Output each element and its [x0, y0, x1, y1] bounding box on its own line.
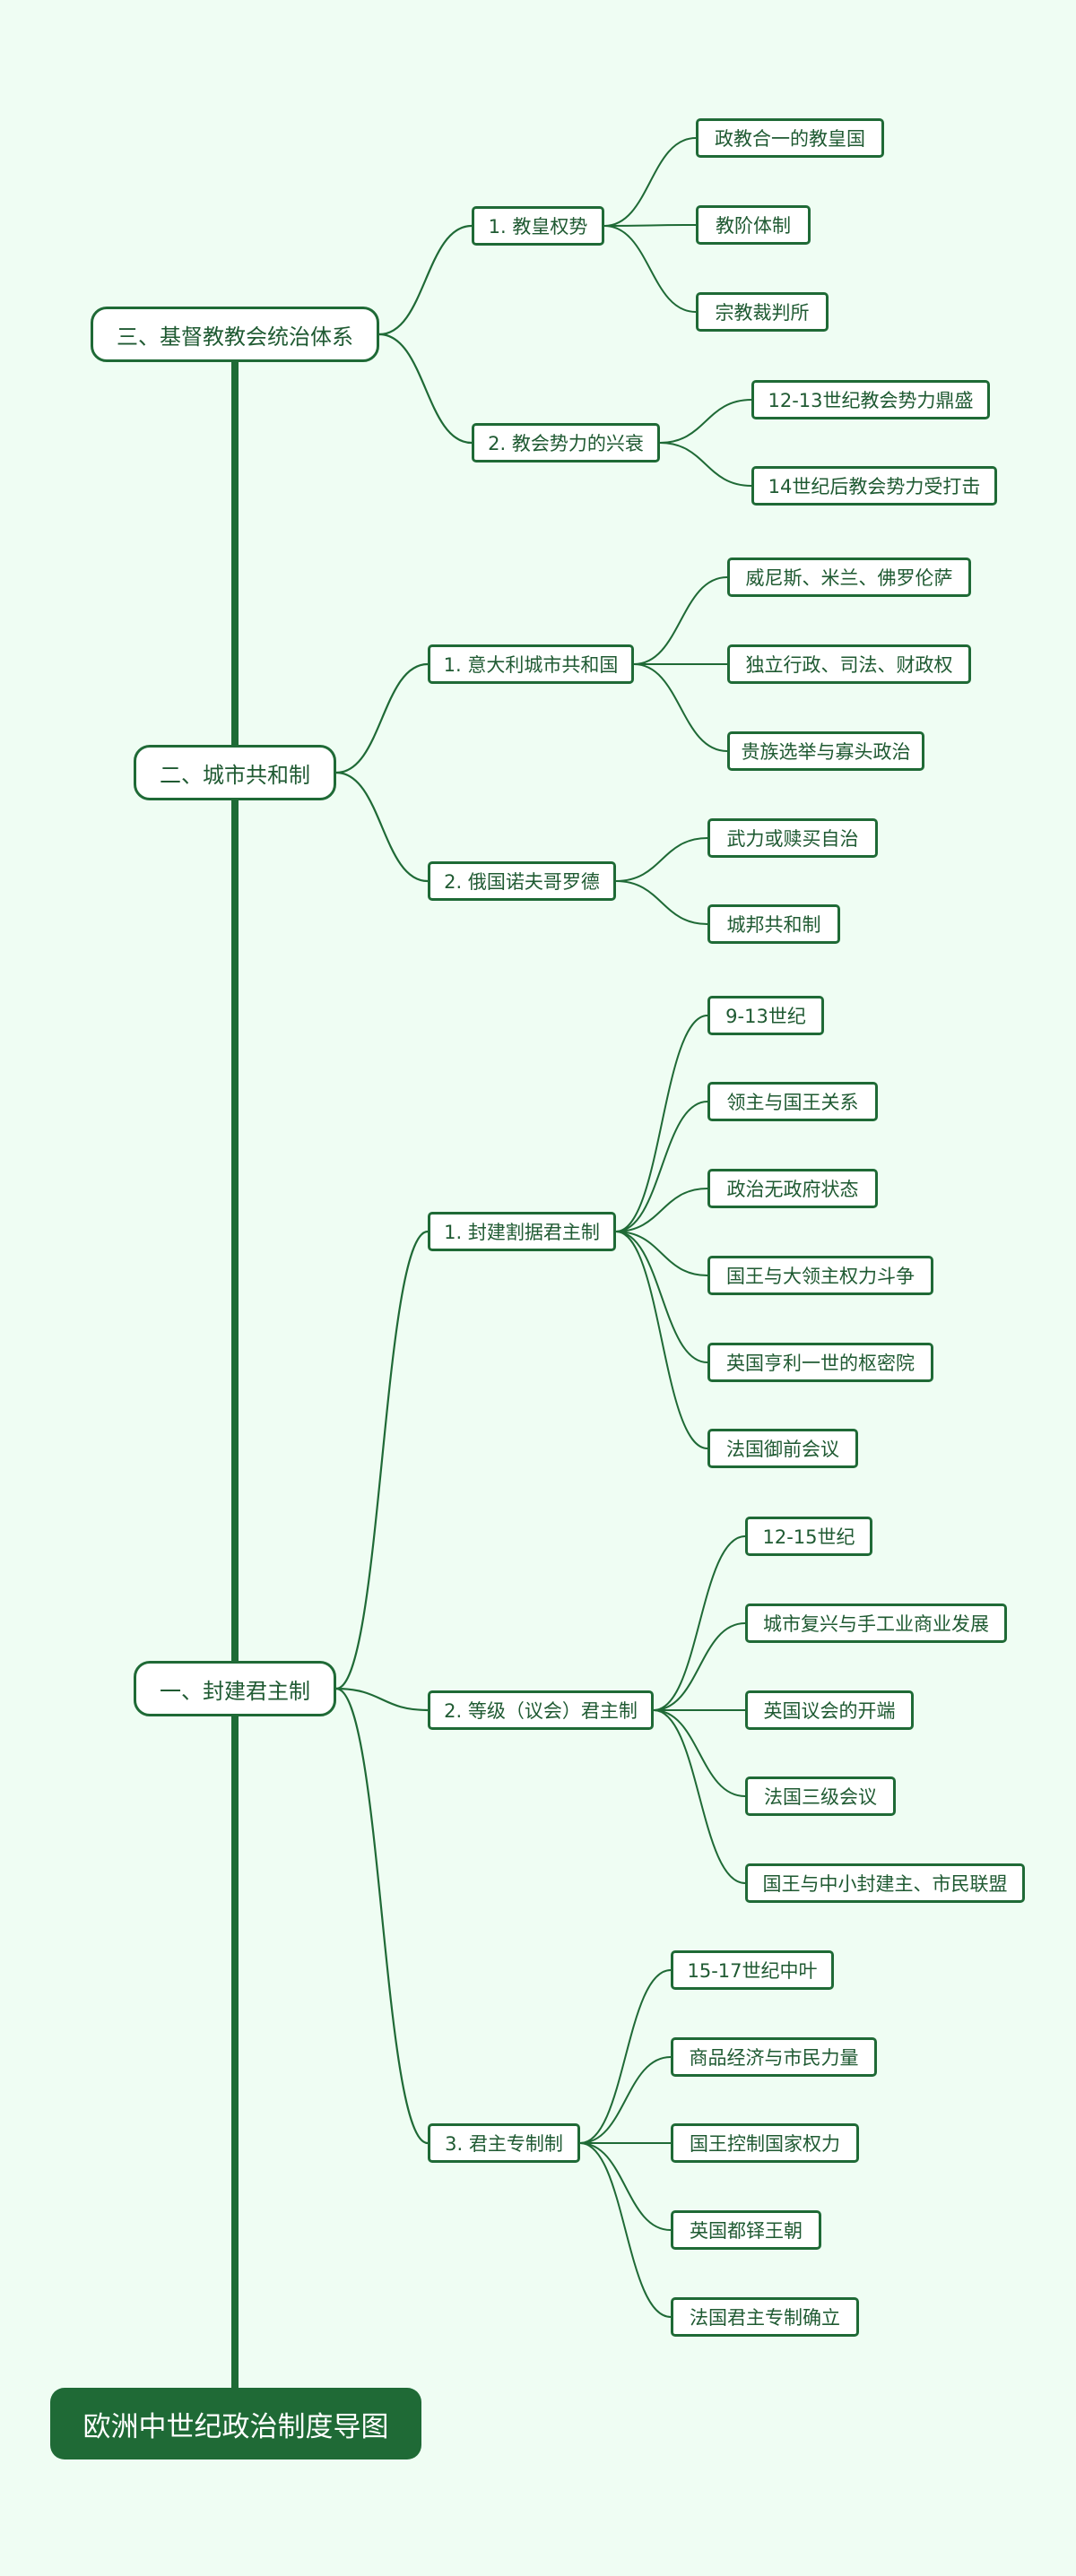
leaf-node-3-3-4[interactable]: 英国都铎王朝 [671, 2210, 821, 2250]
connector-leaf-3-3-1 [579, 1969, 672, 2144]
leaf-node-3-1-1[interactable]: 9-13世纪 [707, 996, 824, 1035]
connector-leaf-3-1-5 [615, 1231, 708, 1363]
leaf-node-1-1-2[interactable]: 教阶体制 [696, 205, 811, 245]
connector-leaf-1-1-2 [603, 224, 697, 227]
connector-leaf-3-3-5 [579, 2142, 672, 2318]
leaf-node-3-2-2[interactable]: 城市复兴与手工业商业发展 [745, 1604, 1007, 1643]
topic-node-1-2[interactable]: 2. 教会势力的兴衰 [472, 423, 660, 462]
connector-branch-3-2 [334, 1687, 430, 1712]
leaf-node-2-1-2[interactable]: 独立行政、司法、财政权 [727, 644, 971, 684]
connector-leaf-1-1-3 [603, 225, 697, 313]
connector-leaf-1-2-1 [659, 399, 752, 444]
leaf-node-2-2-2[interactable]: 城邦共和制 [707, 904, 840, 944]
connector-leaf-1-1-1 [603, 137, 697, 227]
topic-node-2-1[interactable]: 1. 意大利城市共和国 [428, 644, 634, 684]
connector-branch-1-2 [377, 333, 473, 445]
leaf-node-3-1-5[interactable]: 英国亨利一世的枢密院 [707, 1343, 933, 1382]
leaf-node-2-1-3[interactable]: 贵族选举与寡头政治 [727, 731, 924, 771]
leaf-node-3-3-1[interactable]: 15-17世纪中叶 [671, 1950, 834, 1990]
connector-leaf-3-1-2 [615, 1101, 708, 1232]
connector-leaf-3-1-1 [615, 1015, 708, 1232]
connector-branch-2-2 [334, 771, 430, 883]
leaf-node-3-1-3[interactable]: 政治无政府状态 [707, 1169, 878, 1208]
leaf-node-2-1-1[interactable]: 威尼斯、米兰、佛罗伦萨 [727, 558, 971, 597]
root-node[interactable]: 欧洲中世纪政治制度导图 [50, 2388, 421, 2459]
leaf-node-3-1-2[interactable]: 领主与国王关系 [707, 1082, 878, 1121]
connector-leaf-3-1-4 [615, 1231, 708, 1276]
branch-node-2[interactable]: 二、城市共和制 [134, 745, 336, 800]
leaf-node-3-2-1[interactable]: 12-15世纪 [745, 1517, 872, 1556]
connector-leaf-3-3-2 [579, 2056, 672, 2144]
connector-leaf-2-2-2 [615, 880, 708, 925]
leaf-node-3-3-5[interactable]: 法国君主专制确立 [671, 2297, 859, 2337]
topic-node-2-2[interactable]: 2. 俄国诺夫哥罗德 [428, 861, 616, 901]
connector-leaf-2-1-3 [633, 663, 728, 752]
connector-branch-3-3 [334, 1687, 430, 2145]
connector-leaf-1-2-2 [659, 442, 752, 487]
leaf-node-1-1-3[interactable]: 宗教裁判所 [696, 292, 829, 332]
leaf-node-3-3-3[interactable]: 国王控制国家权力 [671, 2123, 859, 2163]
topic-node-3-1[interactable]: 1. 封建割据君主制 [428, 1212, 616, 1251]
branch-node-1[interactable]: 三、基督教教会统治体系 [91, 307, 379, 362]
leaf-node-1-1-1[interactable]: 政教合一的教皇国 [696, 118, 884, 158]
leaf-node-3-3-2[interactable]: 商品经济与市民力量 [671, 2037, 877, 2077]
topic-node-3-3[interactable]: 3. 君主专制制 [428, 2123, 580, 2163]
connector-leaf-3-2-2 [653, 1622, 746, 1711]
leaf-node-3-2-4[interactable]: 法国三级会议 [745, 1776, 896, 1816]
connector-branch-3-1 [334, 1230, 430, 1690]
connector-leaf-3-1-3 [615, 1188, 708, 1232]
branch-node-3[interactable]: 一、封建君主制 [134, 1661, 336, 1716]
leaf-node-2-2-1[interactable]: 武力或赎买自治 [707, 818, 878, 858]
leaf-node-1-2-2[interactable]: 14世纪后教会势力受打击 [751, 466, 997, 506]
leaf-node-3-2-5[interactable]: 国王与中小封建主、市民联盟 [745, 1863, 1025, 1903]
connector-leaf-3-1-6 [615, 1231, 708, 1449]
leaf-node-1-2-1[interactable]: 12-13世纪教会势力鼎盛 [751, 380, 990, 419]
leaf-node-3-2-3[interactable]: 英国议会的开端 [745, 1690, 914, 1730]
connector-leaf-3-2-5 [653, 1709, 746, 1884]
connector-leaf-3-2-4 [653, 1709, 746, 1797]
connector-leaf-2-2-1 [615, 837, 708, 882]
connector-leaf-3-3-4 [579, 2142, 672, 2231]
connector-leaf-3-2-1 [653, 1535, 746, 1711]
topic-node-1-1[interactable]: 1. 教皇权势 [472, 206, 604, 246]
connector-leaf-2-1-1 [633, 576, 728, 665]
topic-node-3-2[interactable]: 2. 等级（议会）君主制 [428, 1690, 654, 1730]
connector-branch-1-1 [377, 224, 473, 336]
leaf-node-3-1-4[interactable]: 国王与大领主权力斗争 [707, 1256, 933, 1295]
connector-branch-2-1 [334, 662, 430, 774]
leaf-node-3-1-6[interactable]: 法国御前会议 [707, 1429, 858, 1468]
